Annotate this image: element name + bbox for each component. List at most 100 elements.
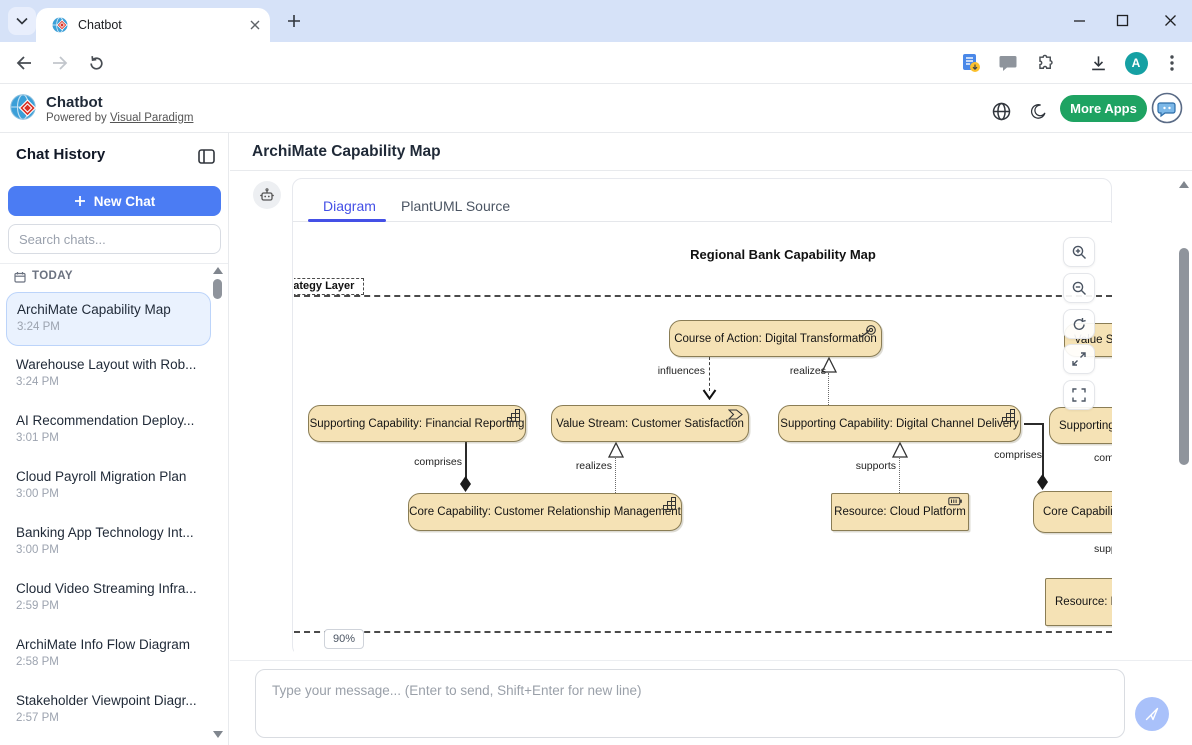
zoom-out-button[interactable] xyxy=(1063,273,1095,303)
tab-title: Chatbot xyxy=(78,18,122,32)
tab-diagram[interactable]: Diagram xyxy=(323,198,376,214)
hollow-triangle-up-icon xyxy=(892,442,908,458)
edge-label-comprises1: comprises xyxy=(414,456,462,468)
reload-button[interactable] xyxy=(82,49,110,77)
edge-comprises2-vline xyxy=(1042,423,1044,476)
chat-item-5[interactable]: Cloud Video Streaming Infra... 2:59 PM xyxy=(16,581,197,612)
node-resource-clipped: Resource: B xyxy=(1045,578,1112,626)
fullscreen-button[interactable] xyxy=(1063,380,1095,410)
sidebar-scroll-down[interactable] xyxy=(213,731,223,738)
chat-item-4[interactable]: Banking App Technology Int... 3:00 PM xyxy=(16,525,194,556)
edge-label-comprises3-clipped: comprises xyxy=(1094,452,1112,464)
value-stream-icon xyxy=(728,409,743,420)
downloads-icon[interactable] xyxy=(1084,49,1112,77)
main-titlebar: ArchiMate Capability Map xyxy=(230,133,1192,171)
main-scroll-thumb[interactable] xyxy=(1179,248,1189,465)
language-globe-icon[interactable] xyxy=(987,97,1015,125)
collapse-panel-icon[interactable] xyxy=(192,142,220,170)
search-input[interactable] xyxy=(9,225,220,253)
diagram-viewport[interactable]: Regional Bank Capability Map Strategy La… xyxy=(294,223,1112,656)
new-tab-button[interactable] xyxy=(280,7,308,35)
chevron-down-icon xyxy=(16,17,28,25)
section-today: TODAY xyxy=(32,270,73,282)
visual-paradigm-logo xyxy=(10,93,38,121)
zoom-in-button[interactable] xyxy=(1063,237,1095,267)
visual-paradigm-link[interactable]: Visual Paradigm xyxy=(109,112,194,124)
edge-label-supports2-clipped: supports xyxy=(1094,543,1112,555)
back-button[interactable] xyxy=(10,49,38,77)
capability-icon xyxy=(507,409,520,422)
tab-search-button[interactable] xyxy=(8,7,36,35)
fit-expand-button[interactable] xyxy=(1063,344,1095,374)
hollow-triangle-up-icon xyxy=(608,442,624,458)
open-arrow-down-icon xyxy=(702,389,717,400)
message-input[interactable] xyxy=(256,670,1124,737)
new-chat-button[interactable]: New Chat xyxy=(8,186,221,216)
edge-influences-line xyxy=(709,357,710,391)
filled-diamond-icon xyxy=(460,476,471,492)
comment-bubble-icon[interactable] xyxy=(994,49,1022,77)
filled-diamond-icon xyxy=(1037,474,1048,490)
fullscreen-brackets-icon xyxy=(1072,388,1086,402)
window-maximize-button[interactable] xyxy=(1108,6,1136,34)
extensions-icon[interactable] xyxy=(1031,49,1059,77)
message-footer xyxy=(230,660,1192,745)
node-supporting-capability-financial-reporting: Supporting Capability: Financial Reporti… xyxy=(308,405,526,442)
expand-arrows-icon xyxy=(1072,352,1086,366)
browser-tab-active[interactable]: Chatbot xyxy=(36,8,270,42)
edge-label-realizes2: realizes xyxy=(575,460,612,472)
zoom-level-badge: 90% xyxy=(324,629,365,649)
sidebar-divider xyxy=(0,263,228,264)
reset-view-button[interactable] xyxy=(1063,309,1095,339)
resource-icon xyxy=(948,497,963,506)
page-title: ArchiMate Capability Map xyxy=(252,143,441,160)
reading-list-icon[interactable] xyxy=(957,49,985,77)
capability-icon xyxy=(663,497,676,510)
sidebar-title: Chat History xyxy=(16,146,106,163)
edge-realizes2-line xyxy=(615,458,616,493)
node-supporting-capability-digital-channel-delivery: Supporting Capability: Digital Channel D… xyxy=(778,405,1021,442)
node-course-of-action: Course of Action: Digital Transformation xyxy=(669,320,882,357)
calendar-icon xyxy=(14,271,26,283)
edge-comprises2-hline xyxy=(1024,423,1043,425)
chatbot-bubble-icon[interactable] xyxy=(1151,92,1183,124)
node-core-capability-crm: Core Capability: Customer Relationship M… xyxy=(408,493,682,531)
forward-button[interactable] xyxy=(46,49,74,77)
chat-item-6[interactable]: ArchiMate Info Flow Diagram 2:58 PM xyxy=(16,637,191,668)
more-apps-button[interactable]: More Apps xyxy=(1060,95,1147,122)
sidebar-scroll-thumb[interactable] xyxy=(213,279,222,299)
send-button[interactable] xyxy=(1135,697,1169,731)
plus-icon xyxy=(74,195,86,207)
main-scroll-up[interactable] xyxy=(1179,181,1189,188)
tab-plantuml-source[interactable]: PlantUML Source xyxy=(401,198,511,214)
chat-item-2[interactable]: AI Recommendation Deploy... 3:01 PM xyxy=(16,413,195,444)
chat-item-1[interactable]: Warehouse Layout with Rob... 3:24 PM xyxy=(16,357,197,388)
chat-item-3[interactable]: Cloud Payroll Migration Plan 3:00 PM xyxy=(16,469,187,500)
profile-avatar[interactable]: A xyxy=(1122,49,1150,77)
zoom-in-icon xyxy=(1072,245,1087,260)
edge-label-comprises2: comprises xyxy=(994,449,1042,461)
dark-mode-moon-icon[interactable] xyxy=(1024,97,1052,125)
result-tabs: Diagram PlantUML Source xyxy=(293,179,1111,222)
sidebar: Chat History New Chat TODAY ArchiMate Ca… xyxy=(0,133,229,745)
edge-realizes1-line xyxy=(828,373,829,405)
chat-item-0[interactable]: ArchiMate Capability Map 3:24 PM xyxy=(6,292,211,346)
site-favicon xyxy=(52,17,68,33)
search-chats-box[interactable] xyxy=(8,224,221,254)
tab-close-icon[interactable] xyxy=(250,20,260,30)
message-input-box[interactable] xyxy=(255,669,1125,738)
browser-menu-icon[interactable] xyxy=(1158,49,1186,77)
browser-toolbar: ai-toolbox.visual-paradigm.com/app/chatb… xyxy=(0,42,1192,121)
diagram-title: Regional Bank Capability Map xyxy=(690,247,876,262)
assistant-avatar xyxy=(253,181,281,209)
edge-label-realizes1: realizes xyxy=(789,365,826,377)
chat-item-7[interactable]: Stakeholder Viewpoint Diagr... 2:57 PM xyxy=(16,693,197,724)
sidebar-scroll-up[interactable] xyxy=(213,267,223,274)
group-border-bottom xyxy=(294,631,1112,633)
app-header: Chatbot Powered by Visual Paradigm More … xyxy=(0,84,1192,133)
window-minimize-button[interactable] xyxy=(1065,6,1093,34)
edge-label-influences: influences xyxy=(657,365,705,377)
group-border-top xyxy=(294,295,1112,297)
window-close-button[interactable] xyxy=(1156,6,1184,34)
capability-icon xyxy=(1002,409,1015,422)
